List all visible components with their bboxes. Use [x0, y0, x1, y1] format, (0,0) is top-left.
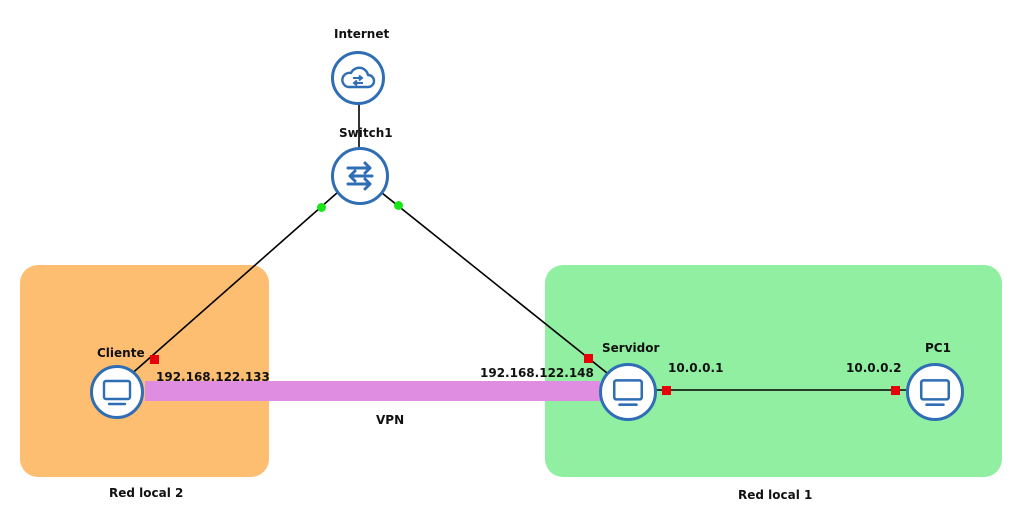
servidor-label: Servidor: [602, 341, 660, 355]
link-switch-cliente[interactable]: [127, 184, 347, 378]
switch-label: Switch1: [339, 126, 393, 140]
switch-node[interactable]: [331, 147, 389, 205]
zone-red-local-2: [20, 265, 269, 477]
cliente-node[interactable]: [90, 365, 144, 419]
servidor-ip-label: 192.168.122.148: [480, 366, 594, 380]
cliente-label: Cliente: [97, 346, 145, 360]
internet-label: Internet: [334, 27, 390, 41]
pc1-ip-label: 10.0.0.2: [846, 361, 902, 375]
port-pc1: [891, 386, 900, 395]
cloud-exchange-icon: [341, 66, 376, 89]
switch-arrows-icon: [346, 161, 374, 191]
port-cliente: [150, 355, 159, 364]
port-switch-right: [394, 201, 403, 210]
port-servidor-lan: [662, 386, 671, 395]
vpn-tunnel[interactable]: [145, 381, 600, 401]
monitor-icon: [102, 379, 132, 406]
link-switch-servidor[interactable]: [371, 184, 613, 378]
internet-node[interactable]: [331, 51, 385, 105]
servidor-node[interactable]: [599, 363, 657, 421]
monitor-icon: [919, 379, 951, 406]
zone-red-local-2-label: Red local 2: [109, 486, 184, 500]
cliente-ip-label: 192.168.122.133: [156, 370, 270, 384]
zone-red-local-1-label: Red local 1: [738, 488, 813, 502]
monitor-icon: [612, 379, 644, 406]
port-servidor-wan: [584, 354, 593, 363]
vpn-label: VPN: [376, 413, 405, 427]
pc1-node[interactable]: [906, 363, 964, 421]
pc1-label: PC1: [925, 341, 951, 355]
servidor-lan-ip-label: 10.0.0.1: [668, 361, 724, 375]
port-switch-left: [317, 203, 326, 212]
